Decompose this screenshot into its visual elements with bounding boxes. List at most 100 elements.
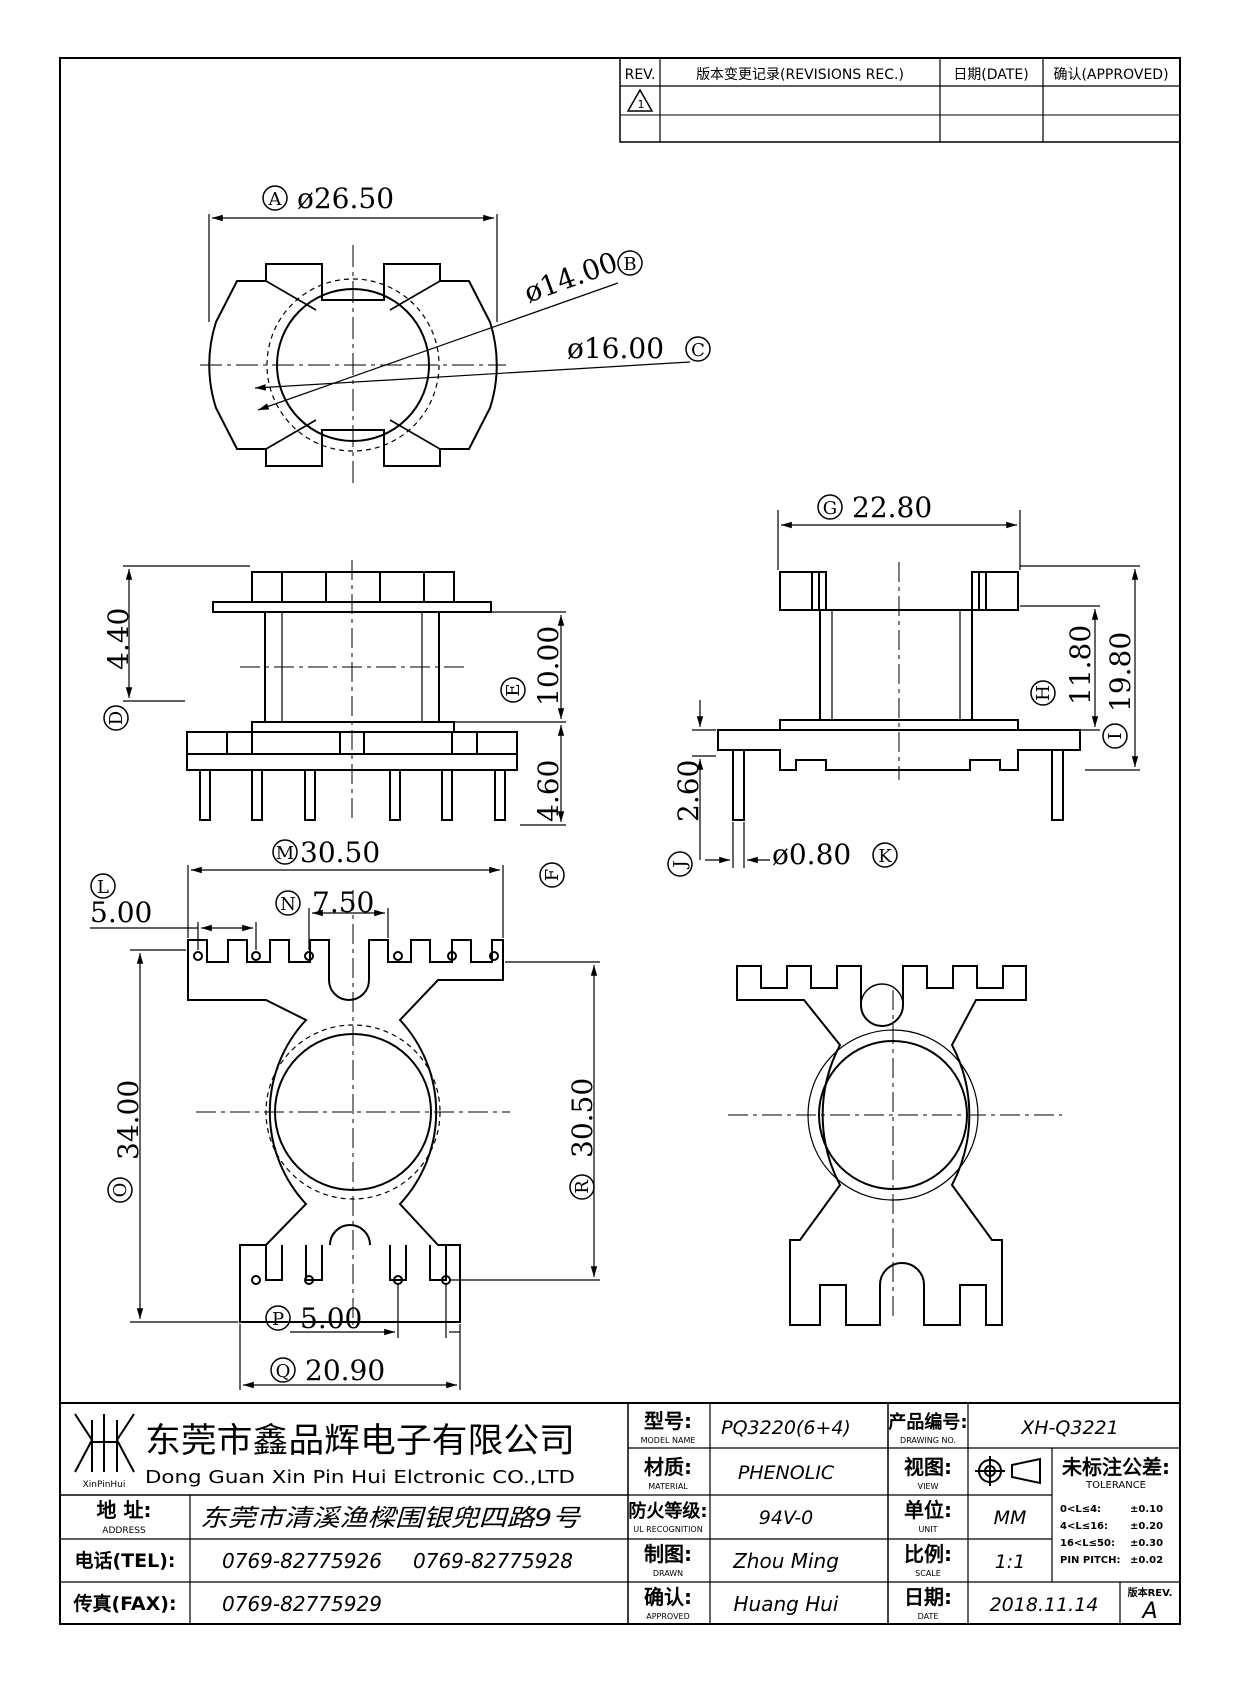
svg-text:16<L≤50:: 16<L≤50: — [1060, 1538, 1115, 1549]
svg-text:A: A — [268, 189, 283, 210]
bottom-view — [187, 890, 510, 1325]
svg-text:4.60: 4.60 — [532, 760, 565, 822]
svg-text:D: D — [106, 711, 127, 725]
address-value: 东莞市清溪渔樑围银兜四路9号 — [200, 1504, 582, 1532]
dim-h: 11.80H — [1030, 625, 1097, 706]
scale-label-en: SCALE — [915, 1569, 941, 1578]
svg-text:±0.10: ±0.10 — [1130, 1504, 1163, 1515]
address-label: 地 址: — [97, 1498, 152, 1522]
ul-label: 防火等级: — [628, 1500, 707, 1522]
svg-text:22.80: 22.80 — [852, 491, 932, 524]
svg-text:F: F — [542, 869, 563, 882]
svg-text:N: N — [280, 894, 296, 915]
approved-label: 确认: — [644, 1585, 692, 1609]
svg-text:J: J — [670, 860, 691, 869]
drawing-no-value: XH-Q3221 — [1020, 1417, 1118, 1439]
svg-text:2.60: 2.60 — [672, 760, 705, 822]
dim-i: 19.80I — [1102, 632, 1137, 749]
tolerance-label-en: TOLERANCE — [1085, 1480, 1146, 1491]
svg-text:K: K — [878, 846, 892, 867]
material-label: 材质: — [644, 1455, 692, 1479]
bottom-view-dims — [90, 865, 600, 1390]
svg-text:G: G — [823, 498, 837, 519]
logo-text: XinPinHui — [83, 1480, 126, 1490]
top-view-dims — [208, 214, 691, 411]
dim-r: 30.50R — [566, 1078, 599, 1200]
svg-text:ø26.50: ø26.50 — [297, 182, 394, 215]
svg-text:Q: Q — [276, 1361, 291, 1382]
tel-label: 电话(TEL): — [74, 1549, 175, 1572]
svg-text:L: L — [97, 877, 109, 898]
unit-label-en: UNIT — [918, 1525, 937, 1534]
date-value: 2018.11.14 — [990, 1594, 1099, 1616]
svg-text:M: M — [276, 843, 294, 864]
company-name-en: Dong Guan Xin Pin Hui Elctronic CO.,LTD — [145, 1467, 575, 1488]
fax-label: 传真(FAX): — [72, 1592, 176, 1615]
dim-c: ø16.00 C — [567, 332, 711, 365]
unit-value: MM — [994, 1507, 1027, 1529]
view-label: 视图: — [904, 1455, 952, 1479]
ul-value: 94V-0 — [759, 1507, 813, 1529]
model-value: PQ3220(6+4) — [721, 1417, 851, 1439]
top-side-view — [728, 965, 1062, 1326]
company-logo — [74, 1413, 135, 1473]
approved-value: Huang Hui — [734, 1592, 839, 1616]
dim-f: 4.60F — [532, 760, 565, 888]
drawn-value: Zhou Ming — [732, 1549, 839, 1573]
svg-text:R: R — [572, 1180, 593, 1194]
company-name-cn: 东莞市鑫品辉电子有限公司 — [145, 1421, 575, 1461]
date-label-en: DATE — [918, 1612, 939, 1621]
revision-record-header: 版本变更记录(REVISIONS REC.) — [696, 67, 904, 83]
svg-text:C: C — [691, 340, 705, 361]
dim-e: 10.00E — [500, 626, 565, 706]
svg-text:I: I — [1105, 732, 1126, 739]
sheet-border — [59, 57, 1181, 1625]
model-label: 型号: — [644, 1409, 692, 1433]
dim-g: G 22.80 — [817, 491, 932, 524]
svg-text:E: E — [503, 683, 524, 696]
svg-text:ø0.80: ø0.80 — [772, 838, 851, 871]
date-label: 日期: — [904, 1585, 952, 1609]
front-view — [186, 560, 518, 822]
fax-value: 0769-82775929 — [222, 1592, 382, 1616]
unit-label: 单位: — [904, 1498, 952, 1522]
dim-j: 2.60J — [667, 760, 705, 877]
drawing-no-label-en: DRAWING NO. — [900, 1436, 956, 1445]
tolerance-label: 未标注公差: — [1062, 1455, 1170, 1479]
material-label-en: MATERIAL — [648, 1482, 688, 1491]
dim-b-circle: B — [617, 250, 643, 276]
svg-text:B: B — [623, 254, 636, 275]
address-label-en: ADDRESS — [102, 1526, 146, 1536]
drawn-label-en: DRAWN — [653, 1569, 683, 1578]
rev-header: REV. — [625, 67, 656, 83]
dim-o: 34.00O — [107, 1080, 145, 1203]
revision-block: REV. 版本变更记录(REVISIONS REC.) 日期(DATE) 确认(… — [619, 57, 1181, 143]
svg-text:H: H — [1033, 685, 1054, 701]
svg-text:P: P — [272, 1309, 284, 1330]
model-label-en: MODEL NAME — [641, 1436, 696, 1445]
svg-text:ø16.00: ø16.00 — [567, 332, 664, 365]
top-view — [200, 245, 506, 485]
view-label-en: VIEW — [918, 1482, 939, 1491]
svg-text:34.00: 34.00 — [112, 1080, 145, 1160]
svg-text:4.40: 4.40 — [102, 608, 135, 670]
scale-value: 1:1 — [995, 1551, 1026, 1573]
approved-label-en: APPROVED — [646, 1612, 690, 1621]
svg-text:11.80: 11.80 — [1064, 625, 1097, 705]
svg-text:5.00: 5.00 — [300, 1302, 362, 1335]
dim-k: ø0.80 K — [772, 838, 898, 871]
front-view-dims — [123, 565, 566, 826]
svg-text:19.80: 19.80 — [1104, 632, 1137, 712]
drawn-label: 制图: — [644, 1542, 692, 1566]
revision-triangle-icon — [626, 88, 654, 112]
side-view-dims — [692, 510, 1140, 868]
dim-p: P 5.00 — [265, 1302, 362, 1335]
revision-approved-header: 确认(APPROVED) — [1053, 67, 1168, 83]
projection-symbol-icon — [975, 1456, 1041, 1486]
svg-text:7.50: 7.50 — [312, 886, 374, 919]
